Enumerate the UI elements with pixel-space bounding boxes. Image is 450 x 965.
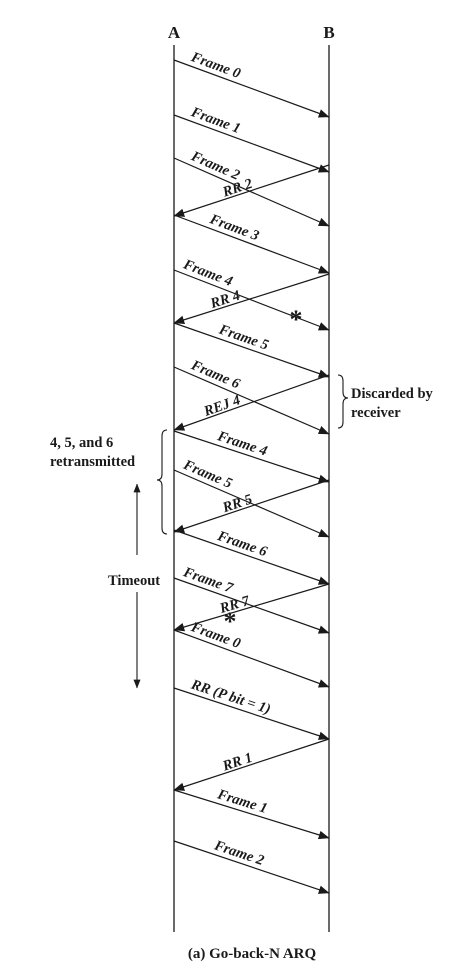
message-arrow-a-to-b: [173, 687, 330, 740]
message-label: RR 1: [220, 750, 255, 775]
message-label: REJ 4: [201, 392, 243, 420]
message-arrows: [173, 59, 330, 894]
message-arrow-b-to-a: [173, 479, 330, 533]
message-arrow-a-to-b: [173, 577, 330, 634]
message-arrow-b-to-a: [173, 583, 330, 632]
message-arrow-a-to-b: [173, 214, 330, 274]
message-label: Frame 4: [180, 256, 234, 290]
station-a-label: A: [168, 23, 181, 42]
message-label: RR 2: [220, 176, 255, 201]
message-arrow-b-to-a: [173, 374, 330, 431]
message-arrow-b-to-a: [173, 273, 330, 325]
lost-rr4-marker: *: [290, 305, 303, 334]
message-arrow-a-to-b: [173, 629, 330, 688]
retransmitted-brace: [156, 429, 168, 535]
message-label: Frame 5: [180, 457, 234, 492]
lost-frame7-marker: *: [224, 607, 237, 636]
message-arrow-b-to-a: [173, 164, 330, 217]
discarded-note-line1: Discarded by: [351, 386, 434, 402]
message-label: Frame 3: [207, 211, 261, 244]
message-label: Frame 4: [215, 428, 270, 459]
timeout-label: Timeout: [108, 573, 160, 589]
discarded-note-line2: receiver: [351, 405, 401, 421]
message-arrow-a-to-b: [173, 789, 330, 840]
message-arrow-a-to-b: [173, 59, 330, 118]
message-arrow-a-to-b: [173, 840, 330, 894]
figure-caption: (a) Go-back-N ARQ: [188, 946, 317, 962]
message-label: RR 4: [208, 288, 243, 313]
discarded-brace: [337, 374, 349, 429]
message-label: Frame 5: [216, 321, 271, 353]
message-arrow-a-to-b: [173, 322, 330, 378]
station-b-label: B: [323, 23, 334, 42]
message-label: Frame 6: [188, 357, 243, 393]
message-arrow-a-to-b: [173, 114, 330, 173]
message-arrow-a-to-b: [173, 157, 330, 227]
message-label: Frame 2: [211, 837, 266, 869]
message-arrow-a-to-b: [173, 366, 330, 435]
message-arrow-a-to-b: [173, 469, 330, 538]
message-arrow-a-to-b: [173, 269, 330, 331]
message-label: RR 5: [220, 491, 255, 516]
message-arrow-a-to-b: [173, 529, 330, 585]
retransmitted-note-line1: 4, 5, and 6: [50, 435, 113, 451]
message-arrow-b-to-a: [173, 738, 330, 791]
message-label: Frame 2: [188, 148, 242, 184]
retransmitted-note-line2: retransmitted: [50, 454, 135, 470]
message-label: Frame 1: [215, 786, 270, 817]
message-label: Frame 0: [188, 49, 242, 82]
message-label: Frame 1: [188, 104, 242, 137]
message-label: Frame 7: [180, 564, 235, 597]
message-arrow-a-to-b: [173, 430, 330, 483]
message-label: Frame 6: [214, 528, 269, 561]
